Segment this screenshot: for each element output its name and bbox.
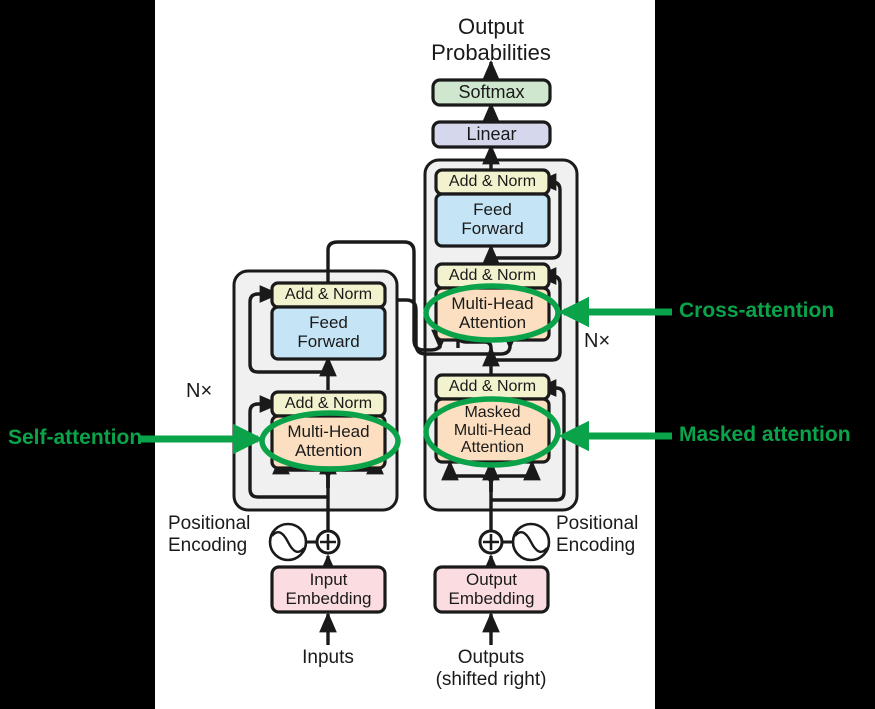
encoder-to-decoder-kv-1 xyxy=(326,240,449,352)
outputs-label: Outputs (shifted right) xyxy=(435,647,547,691)
decoder-feed-forward-box xyxy=(434,192,551,248)
output-sine-wave-icon xyxy=(514,530,548,554)
encoder-repeat-label: N× xyxy=(186,380,213,402)
input-sine-wave-icon xyxy=(271,530,305,554)
decoder-add-norm-bottom-box xyxy=(434,373,551,401)
output-positional-encoding-label: Positional Encoding xyxy=(556,513,639,557)
output-embedding-box xyxy=(433,565,550,614)
encoder-add-norm-top-box xyxy=(270,281,387,309)
encoder-attention-box xyxy=(270,414,387,470)
decoder-residual-ff xyxy=(491,173,562,260)
decoder-add-norm-top-box xyxy=(434,168,551,196)
decoder-repeat-label: N× xyxy=(584,330,611,352)
inputs-label: Inputs xyxy=(302,647,354,668)
masked-attention-highlight-ellipse xyxy=(423,396,561,468)
masked-attention-annotation-label: Masked attention xyxy=(679,423,851,446)
encoder-to-decoder-kv-2 xyxy=(397,298,519,356)
input-positional-encoding-label: Positional Encoding xyxy=(168,513,251,557)
encoder-feed-forward-box xyxy=(270,305,387,361)
output-sum-plus xyxy=(483,534,499,550)
encoder-residual-ff xyxy=(248,285,328,374)
linear-box xyxy=(431,120,552,149)
self-attention-annotation-label: Self-attention xyxy=(8,426,143,449)
input-sum-plus xyxy=(320,534,336,550)
cross-attention-highlight-ellipse xyxy=(423,283,561,343)
cross-attention-annotation-label: Cross-attention xyxy=(679,299,835,322)
output-probabilities-label: Output Probabilities xyxy=(431,14,551,65)
input-embedding-box xyxy=(270,565,387,614)
softmax-box xyxy=(431,78,552,107)
